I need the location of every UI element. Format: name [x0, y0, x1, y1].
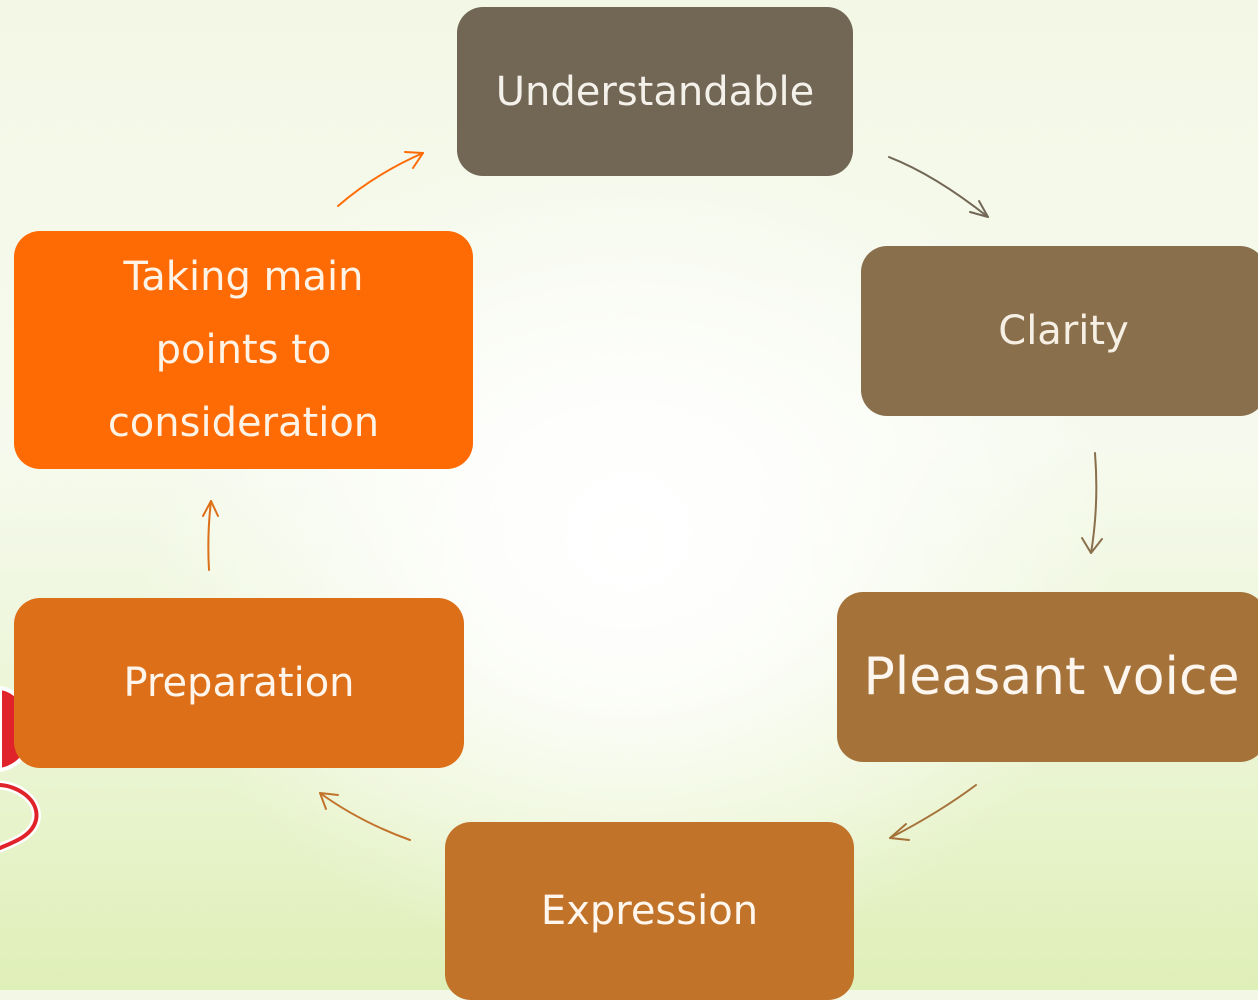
label-line: points to: [155, 326, 332, 373]
node-preparation: Preparation: [14, 598, 464, 768]
node-taking-main-points: Taking main points to consideration: [14, 231, 473, 469]
arrow-clarity-to-pleasant-voice: [1081, 452, 1103, 554]
label-line: consideration: [107, 399, 380, 446]
arrow-expression-to-preparation: [319, 792, 411, 841]
node-taking-main-points-label: Taking main points to consideration: [108, 241, 379, 460]
node-clarity-label: Clarity: [998, 308, 1129, 354]
node-understandable-label: Understandable: [495, 68, 815, 115]
node-preparation-label: Preparation: [123, 660, 355, 706]
arrow-understandable-to-clarity: [888, 156, 989, 218]
arrow-pleasant-voice-to-expression: [889, 784, 977, 841]
arrow-preparation-to-taking-main-points: [202, 500, 219, 571]
node-expression-label: Expression: [540, 888, 759, 934]
label-line: Taking main: [123, 253, 364, 300]
arrow-taking-main-points-to-understandable: [337, 151, 424, 207]
node-pleasant-voice: Pleasant voice: [837, 592, 1258, 762]
node-understandable: Understandable: [457, 7, 853, 176]
node-clarity: Clarity: [861, 246, 1258, 416]
node-expression: Expression: [445, 822, 854, 1000]
node-pleasant-voice-label: Pleasant voice: [863, 647, 1240, 707]
